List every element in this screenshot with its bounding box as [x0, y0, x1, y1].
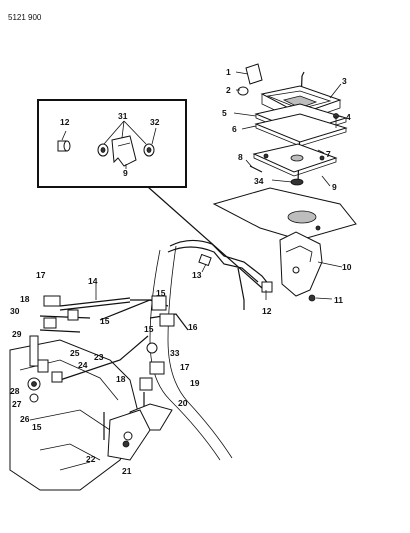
- callout-33: 33: [170, 348, 180, 358]
- callout-34: 34: [254, 176, 264, 186]
- callout-15-b: 15: [100, 316, 110, 326]
- callout-22: 22: [86, 454, 96, 464]
- callout-15-c: 15: [144, 324, 154, 334]
- callout-21: 21: [122, 466, 132, 476]
- callout-16: 16: [188, 322, 198, 332]
- inset-callout-12: 12: [60, 117, 70, 127]
- bolt-21: [122, 440, 130, 448]
- pivot-ball: [290, 178, 304, 186]
- knob-nut: [237, 86, 249, 96]
- callout-labels: 1 2 3 4 5 6 7 8 9 34 10 11 12 13 14 15 1…: [10, 67, 352, 476]
- callout-23: 23: [94, 352, 104, 362]
- bracket-bolt-11: [308, 294, 316, 302]
- callout-2: 2: [226, 85, 231, 95]
- callout-26: 26: [20, 414, 30, 424]
- shift-cable: [149, 239, 273, 461]
- callout-14: 14: [88, 276, 98, 286]
- callout-7: 7: [326, 149, 331, 159]
- floor-pan: [212, 187, 357, 241]
- callout-5: 5: [222, 108, 227, 118]
- callout-30: 30: [10, 306, 20, 316]
- rod-24: [59, 335, 149, 381]
- callout-28: 28: [10, 386, 20, 396]
- shift-rods: [27, 295, 189, 461]
- shift-rod-14: [59, 297, 131, 307]
- inset-leader-line: [147, 186, 263, 289]
- callout-20: 20: [178, 398, 188, 408]
- callout-17-a: 17: [36, 270, 46, 280]
- shift-boot-assembly: [212, 63, 357, 241]
- callout-19: 19: [190, 378, 200, 388]
- callout-6: 6: [232, 124, 237, 134]
- inset-callout-9: 9: [123, 168, 128, 178]
- callout-18-a: 18: [20, 294, 30, 304]
- leader-lines: [95, 71, 343, 300]
- inset-callout-31: 31: [118, 111, 128, 121]
- callout-27: 27: [12, 399, 22, 409]
- callout-10: 10: [342, 262, 352, 272]
- inset-bushing-12: [57, 130, 71, 152]
- callout-4: 4: [346, 112, 351, 122]
- callout-15-a: 15: [156, 288, 166, 298]
- inset-detail: 12 31 32 9: [37, 99, 187, 188]
- callout-18-b: 18: [116, 374, 126, 384]
- callout-12: 12: [262, 306, 272, 316]
- shift-knob: [245, 63, 263, 85]
- inset-callout-32: 32: [150, 117, 160, 127]
- shift-bracket: [279, 231, 323, 302]
- callout-15-d: 15: [32, 422, 42, 432]
- callout-9: 9: [332, 182, 337, 192]
- inset-clip-assembly: [97, 120, 157, 169]
- callout-8: 8: [238, 152, 243, 162]
- callout-17-b: 17: [180, 362, 190, 372]
- callout-25: 25: [70, 348, 80, 358]
- document-number: 5121 900: [8, 13, 42, 22]
- callout-13: 13: [192, 270, 202, 280]
- callout-3: 3: [342, 76, 347, 86]
- callout-29: 29: [12, 329, 22, 339]
- callout-11: 11: [334, 295, 343, 305]
- callout-24: 24: [78, 360, 88, 370]
- callout-1: 1: [226, 67, 231, 77]
